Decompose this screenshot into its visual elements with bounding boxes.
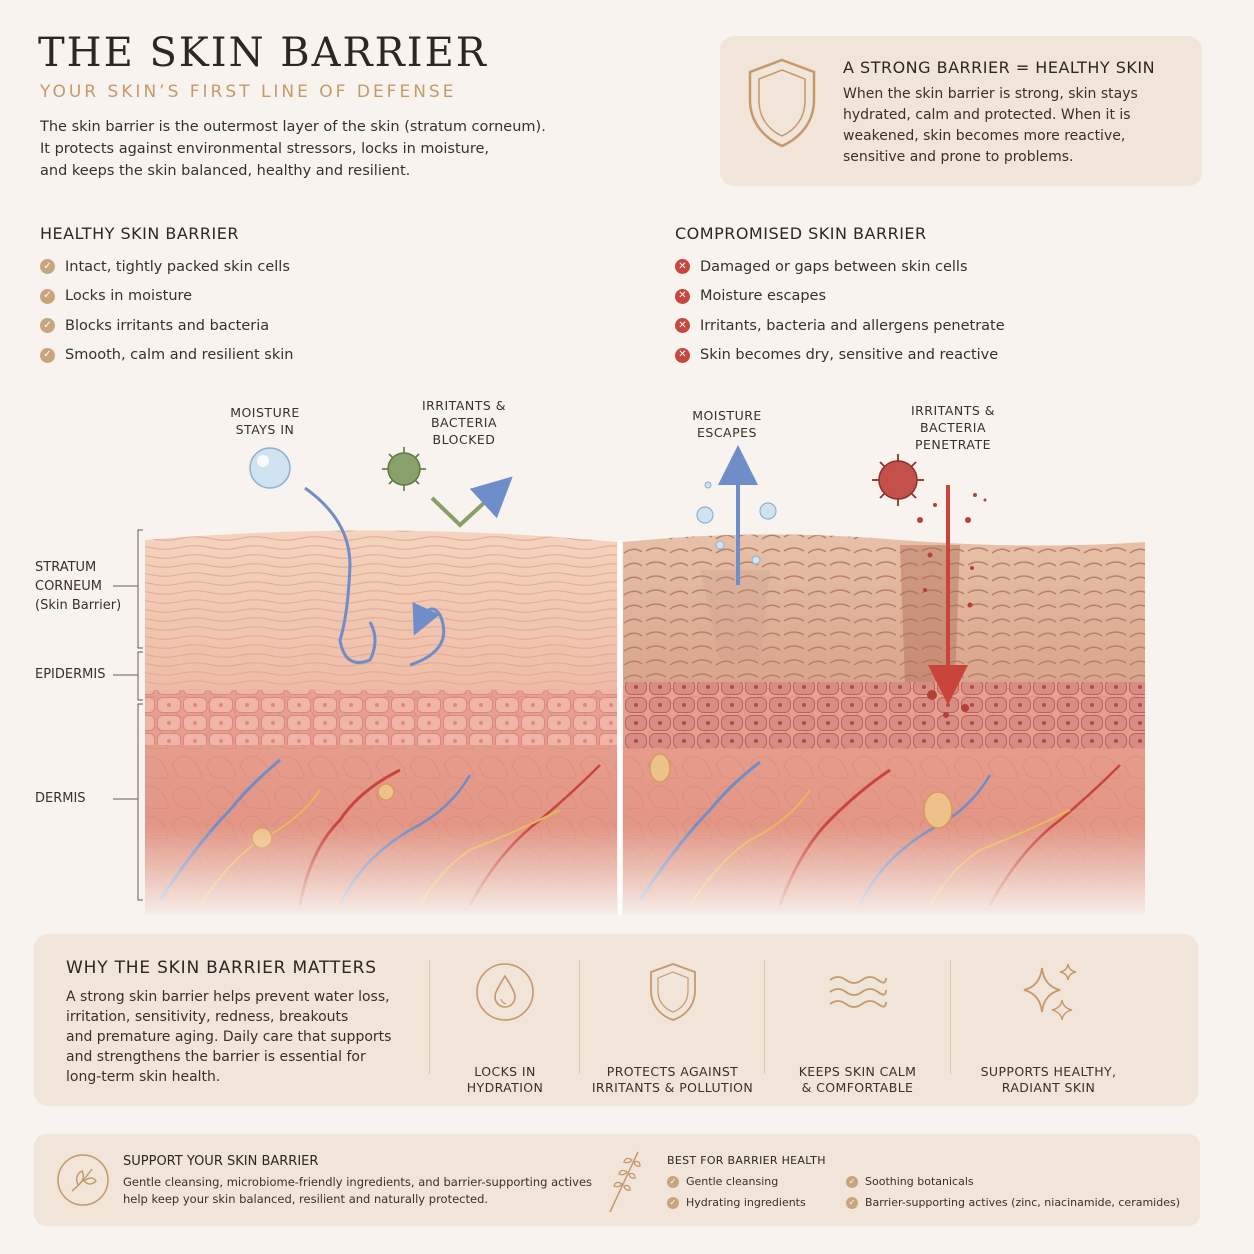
check-icon: ✓ [667, 1175, 679, 1188]
label-irritants-blocked: IRRITANTS & BACTERIA BLOCKED [421, 398, 507, 447]
water-drop-icon [476, 963, 534, 1021]
divider [764, 960, 765, 1074]
list-item-label: Damaged or gaps between skin cells [700, 258, 968, 275]
benefit-label: LOCKS IN HYDRATION [466, 1064, 544, 1095]
divider [579, 960, 580, 1074]
sparkle-icon [1023, 963, 1076, 1021]
x-icon: ✕ [675, 259, 690, 275]
check-icon: ✓ [667, 1196, 679, 1209]
x-icon: ✕ [675, 288, 690, 304]
layer-brackets [113, 529, 143, 901]
healthy-skin-section [145, 447, 617, 920]
matters-title: WHY THE SKIN BARRIER MATTERS [66, 958, 377, 978]
list-item: ✕ Moisture escapes [675, 282, 1005, 312]
label-epidermis: EPIDERMIS [35, 667, 106, 682]
why-it-matters-panel: WHY THE SKIN BARRIER MATTERS A strong sk… [34, 934, 1198, 1106]
benefit-hydration: LOCKS IN HYDRATION [430, 960, 580, 1095]
check-icon: ✓ [40, 318, 55, 334]
list-item-label: Moisture escapes [700, 288, 827, 305]
matters-text: A strong skin barrier helps prevent wate… [66, 987, 406, 1087]
label-stratum-corneum: STRATUM CORNEUM (Skin Barrier) [35, 560, 122, 613]
best-item-label: Gentle cleansing [686, 1175, 779, 1188]
compromised-skin-section [623, 445, 1145, 920]
check-icon: ✓ [846, 1175, 858, 1188]
callout-line: When the skin barrier is strong, skin st… [843, 86, 1138, 102]
support-panel: SUPPORT YOUR SKIN BARRIER Gentle cleansi… [34, 1134, 1200, 1226]
shield-icon [649, 963, 696, 1021]
list-item-label: Irritants, bacteria and allergens penetr… [700, 317, 1005, 334]
page-subtitle: YOUR SKIN’S FIRST LINE OF DEFENSE [40, 82, 457, 102]
divider [950, 960, 951, 1074]
list-item-label: Blocks irritants and bacteria [65, 317, 270, 334]
list-item: ✓ Smooth, calm and resilient skin [40, 341, 293, 371]
waves-icon [828, 976, 887, 1008]
list-item: ✕ Irritants, bacteria and allergens penet… [675, 311, 1005, 341]
check-icon: ✓ [40, 259, 55, 275]
support-line: Gentle cleansing, microbiome-friendly in… [123, 1175, 593, 1189]
best-item: ✓ Gentle cleansing [667, 1175, 778, 1188]
label-moisture-escapes: MOISTURE ESCAPES [692, 408, 762, 440]
skin-diagram: MOISTURE STAYS IN IRRITANTS & BACTERIA B… [0, 390, 1254, 920]
callout-text: When the skin barrier is strong, skin st… [843, 84, 1183, 168]
best-item: ✓ Hydrating ingredients [667, 1196, 806, 1209]
label-irritants-penetrate: IRRITANTS & BACTERIA PENETRATE [910, 403, 996, 452]
list-item-label: Skin becomes dry, sensitive and reactive [700, 347, 999, 364]
matters-line: irritation, sensitivity, redness, breako… [66, 1009, 349, 1025]
list-item: ✕ Damaged or gaps between skin cells [675, 252, 1005, 282]
compromised-heading: COMPROMISED SKIN BARRIER [675, 224, 927, 243]
support-text: Gentle cleansing, microbiome-friendly in… [123, 1174, 592, 1208]
list-item-label: Locks in moisture [65, 288, 193, 305]
callout-title: A STRONG BARRIER = HEALTHY SKIN [843, 58, 1156, 77]
best-item: ✓ Soothing botanicals [846, 1175, 974, 1188]
support-line: help keep your skin balanced, resilient … [123, 1192, 489, 1206]
list-item: ✓ Intact, tightly packed skin cells [40, 252, 293, 282]
matters-line: and strengthens the barrier is essential… [66, 1049, 366, 1065]
intro-line: and keeps the skin balanced, healthy and… [40, 163, 411, 179]
benefit-label: SUPPORTS HEALTHY, RADIANT SKIN [980, 1064, 1117, 1095]
benefit-radiance: SUPPORTS HEALTHY, RADIANT SKIN [951, 960, 1146, 1095]
healthy-list: ✓ Intact, tightly packed skin cells ✓ Lock… [40, 252, 293, 370]
compromised-list: ✕ Damaged or gaps between skin cells ✕ Moi… [675, 252, 1005, 370]
benefit-calm: KEEPS SKIN CALM & COMFORTABLE [765, 960, 950, 1095]
leaf-icon [57, 1154, 109, 1206]
x-icon: ✕ [675, 347, 690, 363]
callout-line: weakened, skin becomes more reactive, [843, 128, 1126, 144]
list-item-label: Intact, tightly packed skin cells [65, 258, 290, 275]
skin-cross-section [113, 445, 1145, 920]
label-moisture-stays-in: MOISTURE STAYS IN [230, 405, 300, 437]
matters-line: and premature aging. Daily care that sup… [66, 1029, 392, 1045]
list-item: ✓ Blocks irritants and bacteria [40, 311, 293, 341]
best-item: ✓ Barrier-supporting actives (zinc, niaci… [846, 1196, 1180, 1209]
benefit-protection: PROTECTS AGAINST IRRITANTS & POLLUTION [580, 960, 765, 1095]
best-item-label: Hydrating ingredients [686, 1196, 806, 1209]
check-icon: ✓ [846, 1196, 858, 1209]
label-dermis: DERMIS [35, 791, 86, 806]
wheat-icon [609, 1151, 641, 1213]
best-for-title: BEST FOR BARRIER HEALTH [667, 1154, 826, 1167]
list-item: ✕ Skin becomes dry, sensitive and reactiv… [675, 341, 1005, 371]
intro-line: It protects against environmental stress… [40, 141, 490, 157]
healthy-heading: HEALTHY SKIN BARRIER [40, 224, 239, 243]
page-title: THE SKIN BARRIER [38, 30, 488, 76]
check-icon: ✓ [40, 288, 55, 304]
check-icon: ✓ [40, 347, 55, 363]
matters-line: A strong skin barrier helps prevent wate… [66, 989, 390, 1005]
benefit-label: PROTECTS AGAINST IRRITANTS & POLLUTION [591, 1064, 754, 1095]
best-item-label: Soothing botanicals [865, 1175, 974, 1188]
list-item: ✓ Locks in moisture [40, 282, 293, 312]
shield-icon [748, 58, 816, 148]
support-title: SUPPORT YOUR SKIN BARRIER [123, 1154, 319, 1169]
intro-line: The skin barrier is the outermost layer … [40, 119, 546, 135]
x-icon: ✕ [675, 318, 690, 334]
best-item-label: Barrier-supporting actives (zinc, niacin… [865, 1196, 1181, 1209]
benefit-label: KEEPS SKIN CALM & COMFORTABLE [798, 1064, 917, 1095]
divider [429, 960, 430, 1074]
callout-line: sensitive and prone to problems. [843, 149, 1074, 165]
barrier-callout: A STRONG BARRIER = HEALTHY SKIN When the… [720, 36, 1202, 186]
list-item-label: Smooth, calm and resilient skin [65, 347, 294, 364]
callout-line: hydrated, calm and protected. When it is [843, 107, 1131, 123]
intro-text: The skin barrier is the outermost layer … [40, 116, 560, 182]
matters-line: long-term skin health. [66, 1069, 221, 1085]
